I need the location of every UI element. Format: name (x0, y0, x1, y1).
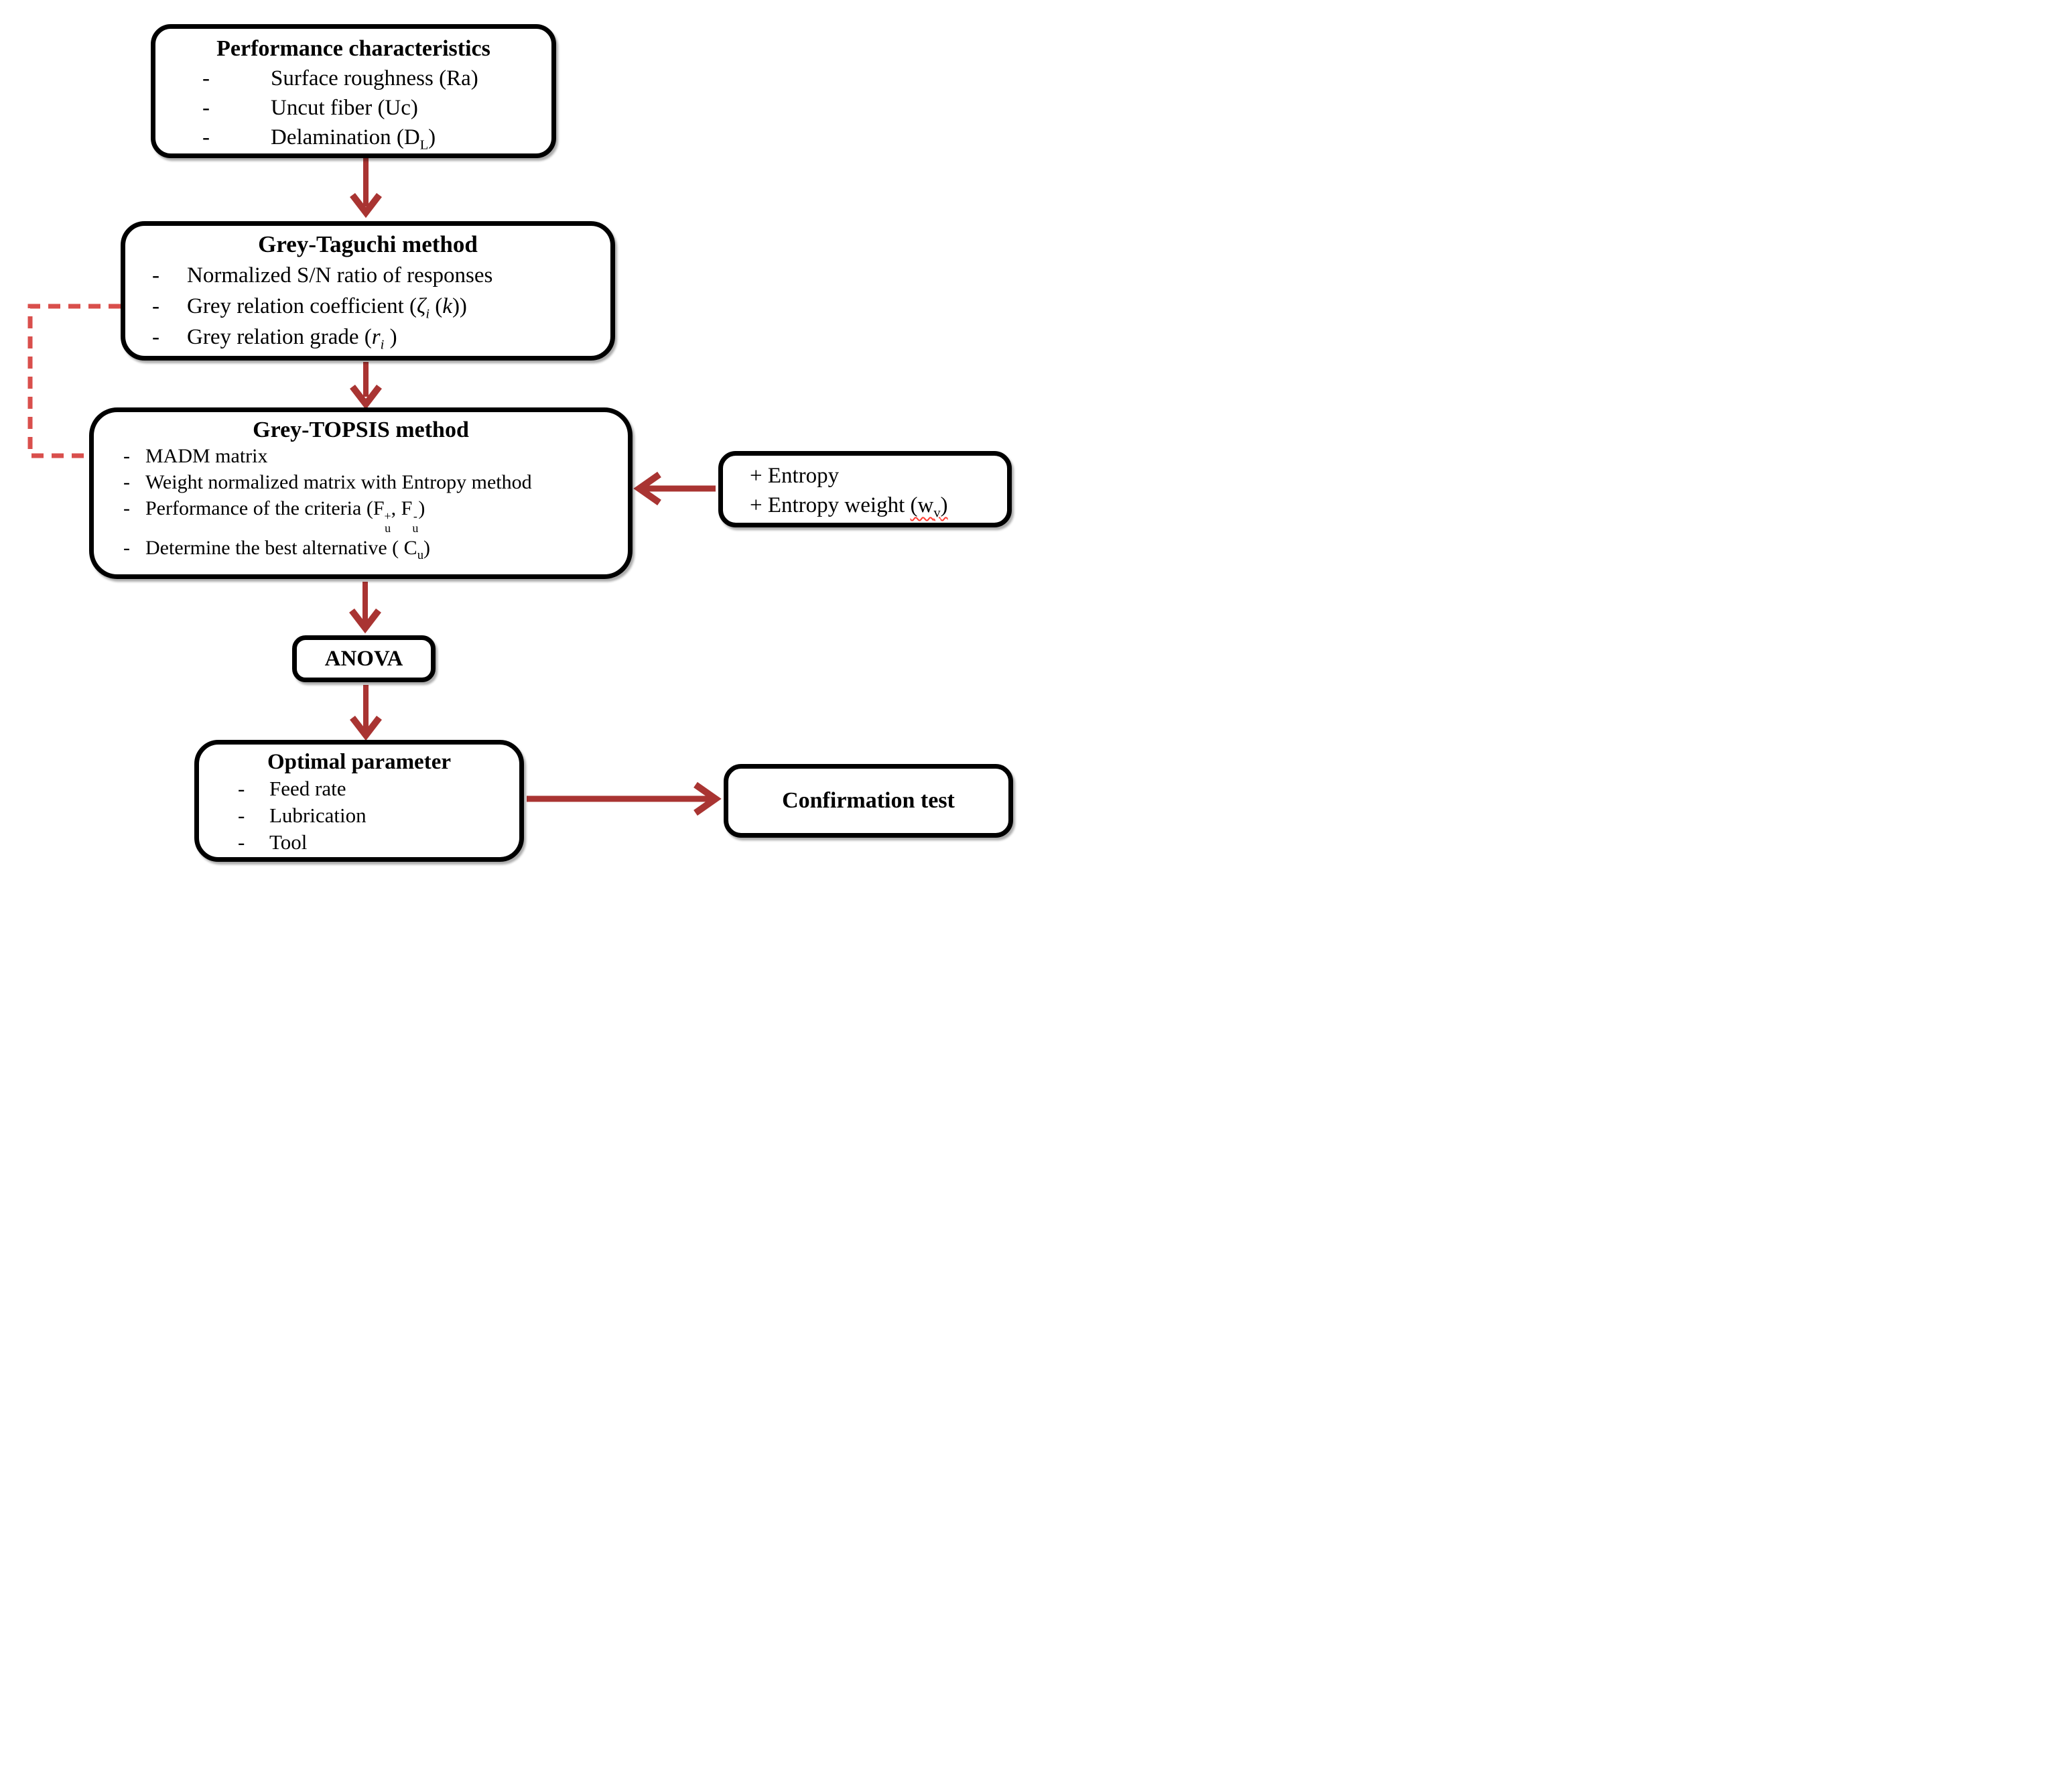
list-item: - Grey relation coefficient (ζi (k)) (125, 291, 610, 322)
bullet-dash: - (152, 294, 159, 318)
list-item: - Tool (199, 829, 519, 856)
subscript: i (380, 337, 385, 353)
bullet-dash: - (152, 325, 159, 349)
text-segment: ) (428, 125, 436, 149)
entropy-line: + Entropy (750, 464, 840, 488)
arrow-head-down-icon (350, 192, 382, 218)
item-text: Grey relation grade (ri ) (187, 325, 397, 352)
bullet-dash: - (202, 125, 210, 149)
superscript: - (413, 509, 417, 523)
item-text: Lubrication (269, 804, 367, 827)
list-item: - Uncut fiber (Uc) (155, 93, 551, 123)
arrow-entropy-to-topsis (633, 471, 716, 506)
subscript: L (419, 137, 429, 153)
text-segment: + Entropy weight (750, 493, 911, 517)
list-item: - Normalized S/N ratio of responses (125, 260, 610, 291)
sub-sup-stack: +u (385, 510, 391, 535)
list-item: - Weight normalized matrix with Entropy … (94, 469, 588, 495)
bullet-dash: - (123, 445, 130, 467)
text-segment: , F (391, 497, 413, 519)
arrow-anova-to-optimal (350, 685, 382, 741)
sub-sup-stack: -u (412, 510, 418, 535)
text-segment: Grey relation coefficient ( (187, 294, 417, 318)
list-item: - Surface roughness (Ra) (155, 64, 551, 93)
text-segment: ) (384, 325, 397, 349)
spellcheck-underlined-term: (wv) (910, 493, 948, 520)
bullet-dash: - (123, 497, 130, 519)
text-segment: Determine the best alternative ( C (145, 536, 417, 559)
arrow-topsis-to-anova (349, 582, 381, 634)
item-text: Grey relation coefficient (ζi (k)) (187, 294, 467, 321)
arrow-optimal-to-confirmation (527, 781, 722, 816)
item-text: Performance of the criteria (F+u, F-u) (145, 497, 425, 535)
text-segment: ( (429, 294, 443, 318)
list-item: - Determine the best alternative ( Cu) (94, 535, 628, 562)
diagram-canvas: Performance characteristics - Surface ro… (0, 0, 1024, 896)
item-text: Delamination (DL) (271, 125, 436, 152)
text-segment: ) (940, 493, 948, 517)
subscript: u (417, 548, 423, 562)
bullet-dash: - (123, 471, 130, 493)
subscript: v (933, 505, 941, 521)
r-symbol: r (371, 325, 381, 349)
bullet-dash: - (238, 830, 245, 854)
text-segment: ) (423, 536, 430, 559)
arrow-head-down-icon (349, 608, 381, 634)
text-segment: )) (452, 294, 467, 318)
arrow-taguchi-to-topsis (350, 362, 382, 410)
item-text: Tool (269, 830, 308, 854)
node-title: ANOVA (324, 646, 403, 671)
optimal-parameter-node: Optimal parameter - Feed rate - Lubricat… (194, 740, 524, 862)
bullet-dash: - (202, 66, 210, 90)
zeta-symbol: ζ (416, 294, 426, 318)
bullet-dash: - (202, 96, 210, 120)
bullet-dash: - (123, 536, 130, 559)
entropy-input-node: + Entropy + Entropy weight (wv) (718, 451, 1012, 527)
node-title: Performance characteristics (216, 36, 490, 61)
performance-characteristics-node: Performance characteristics - Surface ro… (151, 24, 556, 158)
bullet-dash: - (238, 777, 245, 800)
anova-node: ANOVA (292, 635, 436, 682)
list-item: - Lubrication (199, 802, 519, 829)
text-segment: Delamination (D (271, 125, 420, 149)
item-text: Uncut fiber (Uc) (271, 96, 418, 120)
item-text: Surface roughness (Ra) (271, 66, 478, 90)
node-title: Grey-Taguchi method (258, 231, 478, 257)
item-text: Determine the best alternative ( Cu) (145, 536, 430, 562)
item-text: Weight normalized matrix with Entropy me… (145, 471, 532, 493)
superscript: + (384, 509, 391, 523)
item-text: Normalized S/N ratio of responses (187, 263, 493, 287)
node-title: Optimal parameter (267, 750, 451, 774)
list-item: - Delamination (DL) (155, 123, 551, 152)
node-title: Grey-TOPSIS method (253, 418, 469, 442)
subscript: u (385, 521, 391, 535)
arrow-head-left-icon (633, 471, 661, 506)
list-item: - Feed rate (199, 775, 519, 802)
item-text: MADM matrix (145, 445, 268, 467)
text-segment: Grey relation grade ( (187, 325, 372, 349)
bullet-dash: - (238, 804, 245, 827)
arrow-head-down-icon (350, 384, 382, 410)
node-title: Confirmation test (782, 788, 955, 813)
grey-topsis-method-node: Grey-TOPSIS method - MADM matrix - Weigh… (89, 407, 633, 579)
subscript: i (425, 306, 430, 322)
text-segment: ) (418, 497, 425, 519)
list-item: - Grey relation grade (ri ) (125, 322, 610, 353)
list-item: - Performance of the criteria (F+u, F-u) (94, 495, 628, 535)
grey-taguchi-method-node: Grey-Taguchi method - Normalized S/N rat… (121, 221, 615, 361)
confirmation-test-node: Confirmation test (724, 764, 1013, 838)
text-segment: (w (910, 493, 934, 517)
arrow-head-right-icon (693, 781, 722, 816)
k-symbol: k (442, 294, 452, 318)
entropy-weight-line: + Entropy weight (wv) (750, 491, 1007, 520)
arrow-head-down-icon (350, 715, 382, 741)
bullet-dash: - (152, 263, 159, 287)
list-item-madm: - MADM matrix (94, 443, 628, 469)
arrow-performance-to-taguchi (350, 158, 382, 218)
item-text: Feed rate (269, 777, 346, 800)
subscript: u (412, 521, 419, 535)
text-segment: Performance of the criteria (F (145, 497, 385, 519)
